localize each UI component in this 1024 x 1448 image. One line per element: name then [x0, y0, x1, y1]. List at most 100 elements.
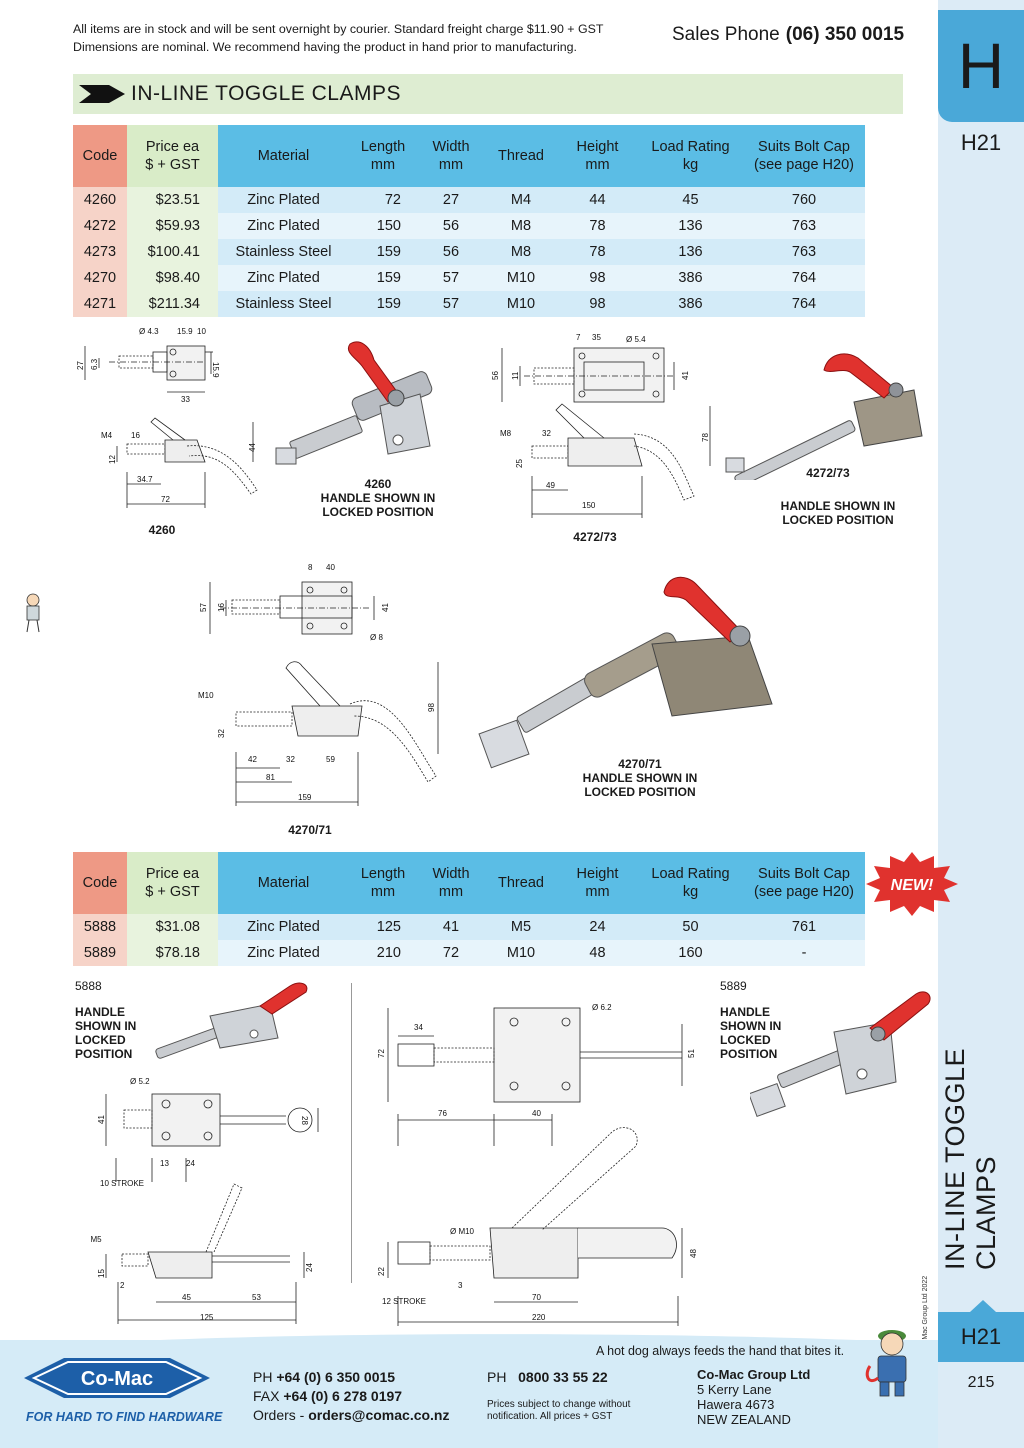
- cell-code: 4270: [73, 265, 127, 291]
- cell-code: 4273: [73, 239, 127, 265]
- dim-label: 59: [326, 755, 335, 764]
- dim-label: M4: [101, 431, 113, 440]
- address-line-3: NEW ZEALAND: [697, 1412, 791, 1427]
- dim-label: 41: [381, 603, 390, 612]
- dim-label: 11: [511, 371, 520, 380]
- caption-code: 4260: [364, 477, 392, 491]
- cell-code: 4260: [73, 187, 127, 213]
- cell-bolt: 763: [743, 239, 865, 265]
- tagline: FOR HARD TO FIND HARDWARE: [26, 1410, 223, 1424]
- caption-handle-l1: HANDLE SHOWN IN: [320, 491, 436, 505]
- cell-thread: M5: [485, 914, 557, 940]
- col-length-l1: Length: [360, 139, 406, 155]
- cell-load: 386: [638, 291, 743, 317]
- dim-label: 10 STROKE: [100, 1179, 144, 1188]
- dim-label: 7: [576, 333, 581, 342]
- sales-label: Sales Phone: [672, 24, 780, 45]
- fax-label: FAX: [253, 1388, 280, 1404]
- cell-height: 44: [557, 187, 638, 213]
- caption-5888-handle: HANDLE SHOWN IN LOCKED POSITION: [75, 1005, 136, 1061]
- dim-label: 159: [298, 793, 312, 802]
- col-length-l2: mm: [370, 884, 396, 900]
- dim-label: 49: [546, 481, 555, 490]
- col-width-l1: Width: [432, 139, 470, 155]
- col-price-l1: Price ea: [145, 866, 200, 882]
- cell-material: Stainless Steel: [218, 291, 349, 317]
- dim-label: 32: [286, 755, 295, 764]
- col-width-l1: Width: [432, 866, 470, 882]
- cell-width: 72: [417, 940, 485, 966]
- cell-height: 98: [557, 291, 638, 317]
- col-height-l1: Height: [576, 139, 619, 155]
- footer-phone-row: PH +64 (0) 6 350 0015: [253, 1368, 450, 1387]
- page-code-bottom: H21: [960, 1324, 1002, 1349]
- col-length-l2: mm: [370, 157, 396, 173]
- dim-label: 15: [97, 1269, 106, 1278]
- new-badge-text: NEW!: [891, 877, 934, 894]
- cell-thread: M4: [485, 187, 557, 213]
- cell-material: Zinc Plated: [218, 940, 349, 966]
- caption-handle-l3: LOCKED: [75, 1033, 126, 1047]
- caption-code: 4270/71: [618, 757, 662, 771]
- footer-contact: PH +64 (0) 6 350 0015 FAX +64 (0) 6 278 …: [253, 1368, 450, 1425]
- dim-label: M10: [198, 691, 214, 700]
- col-height-l2: mm: [585, 884, 610, 900]
- col-material: Material: [218, 852, 349, 914]
- dim-label: Ø 5.4: [626, 335, 646, 344]
- dim-label: 81: [266, 773, 275, 782]
- dim-label: 12 STROKE: [382, 1297, 426, 1306]
- cell-bolt: 761: [743, 914, 865, 940]
- cell-thread: M8: [485, 239, 557, 265]
- sales-phone: Sales Phone(06) 350 0015: [672, 24, 904, 46]
- cell-bolt: -: [743, 940, 865, 966]
- dim-label: 24: [186, 1159, 195, 1168]
- col-load-l1: Load Rating: [651, 866, 730, 882]
- dim-label: 56: [491, 371, 500, 380]
- footer-orders-row: Orders - orders@comac.co.nz: [253, 1406, 450, 1425]
- caption-handle-l4: POSITION: [75, 1047, 133, 1061]
- dim-label: 6.3: [90, 358, 99, 370]
- section-letter-tab: H: [938, 10, 1024, 122]
- sales-number: (06) 350 0015: [785, 24, 905, 45]
- ph-number: +64 (0) 6 350 0015: [276, 1369, 396, 1385]
- col-height-l2: mm: [585, 157, 610, 173]
- dim-label: 35: [592, 333, 601, 342]
- mascot-mechanic-icon: [865, 1330, 907, 1397]
- caption-4272-photo: HANDLE SHOWN IN LOCKED POSITION: [768, 499, 908, 527]
- cell-thread: M8: [485, 213, 557, 239]
- cell-height: 78: [557, 239, 638, 265]
- cell-load: 386: [638, 265, 743, 291]
- col-code: Code: [73, 852, 127, 914]
- dim-label: 45: [182, 1293, 191, 1302]
- cell-bolt: 764: [743, 291, 865, 317]
- dim-label: 34.7: [137, 475, 153, 484]
- orders-email-link[interactable]: orders@comac.co.nz: [308, 1407, 450, 1423]
- dim-label: 70: [532, 1293, 541, 1302]
- ph-label: PH: [253, 1369, 273, 1385]
- cell-thread: M10: [485, 265, 557, 291]
- caption-handle-l4: POSITION: [720, 1047, 778, 1061]
- dim-label: 48: [689, 1249, 698, 1258]
- cell-height: 48: [557, 940, 638, 966]
- col-bolt-l2: (see page H20): [754, 157, 854, 173]
- col-price-l2: $ + GST: [145, 884, 200, 900]
- caption-handle-l2: LOCKED POSITION: [584, 785, 696, 799]
- cell-bolt: 760: [743, 187, 865, 213]
- dim-label: Ø 6.2: [592, 1003, 612, 1012]
- footer-fax-row: FAX +64 (0) 6 278 0197: [253, 1387, 450, 1406]
- caption-4272-photo-code: 4272/73: [806, 466, 850, 480]
- photo-clamp-4270: [478, 576, 773, 769]
- col-thread: Thread: [485, 852, 557, 914]
- section-divider: [351, 983, 352, 1283]
- cell-width: 56: [417, 213, 485, 239]
- drawing-4260: Ø 4.3 15.9 10 27 6.3 15.9 33 M4 16 12 34…: [76, 327, 258, 508]
- arrow-icon: [79, 85, 125, 103]
